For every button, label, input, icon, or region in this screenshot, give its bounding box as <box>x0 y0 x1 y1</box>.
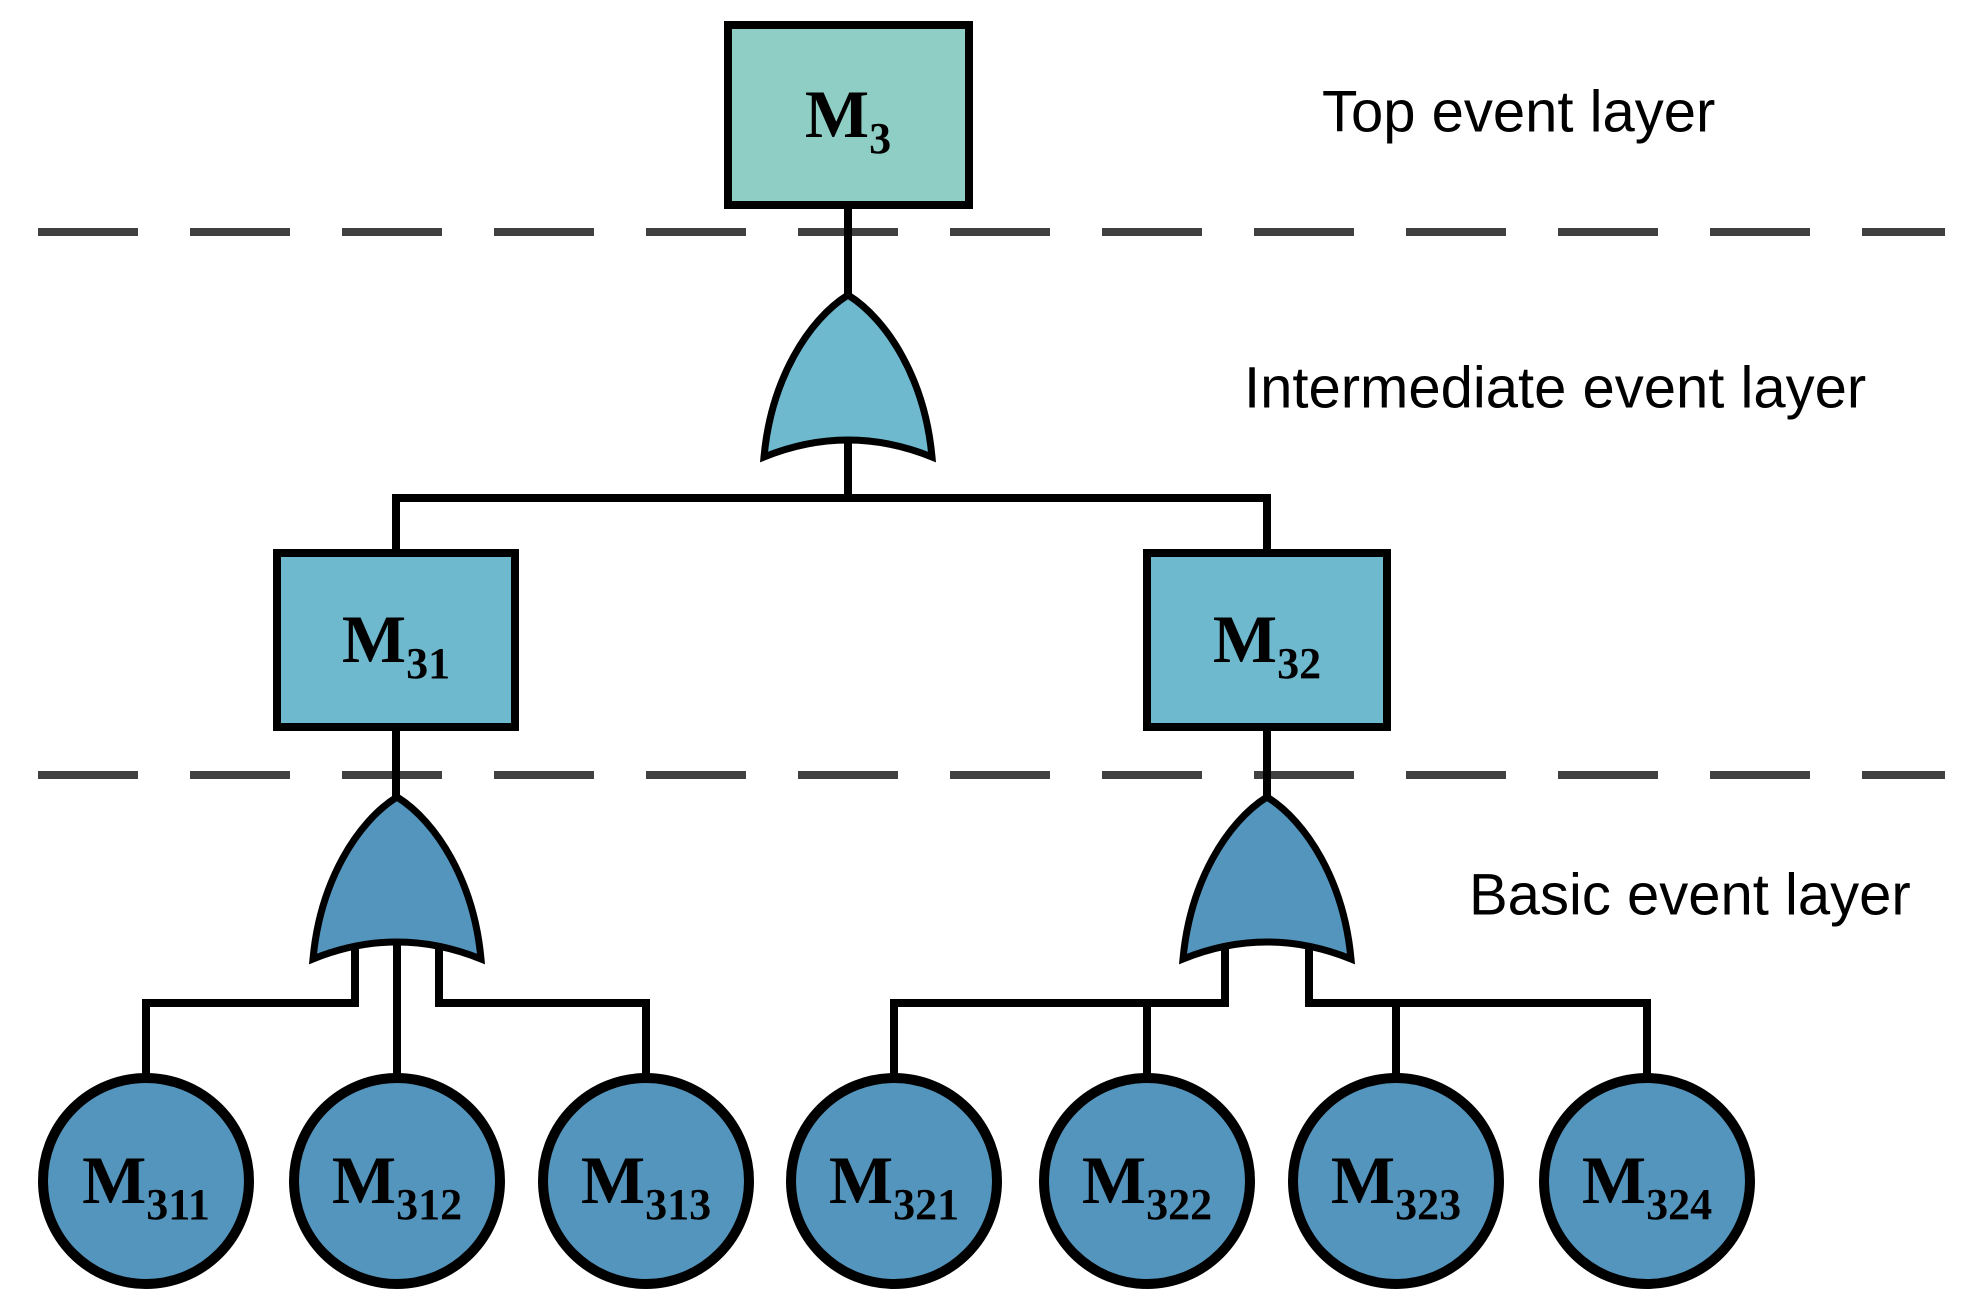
event-box-m32 <box>1143 549 1391 731</box>
layer-label-top: Top event layer <box>1322 80 1715 145</box>
event-label-m322: M322 <box>1082 1142 1212 1229</box>
event-label-m321: M321 <box>829 1142 959 1229</box>
gates <box>308 290 1356 965</box>
branch-m31-m32 <box>392 494 1271 553</box>
event-label-m311: M311 <box>82 1142 210 1229</box>
event-box-m31 <box>273 549 519 731</box>
or-gate-icon <box>1178 792 1356 965</box>
event-label-m323: M323 <box>1331 1142 1461 1229</box>
layer-labels: Top event layer Intermediate event layer… <box>1244 80 1911 928</box>
event-circle-m321 <box>786 1073 1002 1289</box>
event-circle-m324 <box>1539 1073 1755 1289</box>
event-label-m324: M324 <box>1582 1142 1712 1229</box>
branch-gate3-m321 <box>890 930 1229 1085</box>
intermediate-event-node-m31: M31 <box>273 549 519 731</box>
basic-event-nodes: M311 M312 M313 M321 M322 M323 M324 <box>38 1073 1755 1289</box>
event-label-m312: M312 <box>332 1142 462 1229</box>
basic-event-node-m313: M313 <box>538 1073 754 1289</box>
event-circle-m322 <box>1039 1073 1255 1289</box>
layer-dividers <box>38 228 1945 779</box>
event-circle-m312 <box>289 1073 505 1289</box>
branch-gate2-m313 <box>435 930 650 1085</box>
basic-event-node-m312: M312 <box>289 1073 505 1289</box>
layer-label-intermediate: Intermediate event layer <box>1244 356 1866 421</box>
event-circle-m313 <box>538 1073 754 1289</box>
basic-event-node-m324: M324 <box>1539 1073 1755 1289</box>
event-label-m31: M31 <box>342 601 450 688</box>
basic-event-node-m311: M311 <box>38 1073 254 1289</box>
basic-event-node-m321: M321 <box>786 1073 1002 1289</box>
event-box-m3 <box>724 21 973 209</box>
top-event-node-m3: M3 <box>724 21 973 209</box>
layer-label-basic: Basic event layer <box>1469 863 1911 928</box>
branch-gate3-m324 <box>1305 930 1651 1085</box>
event-circle-m311 <box>38 1073 254 1289</box>
branch-gate2-m311 <box>142 930 359 1085</box>
or-gate-icon <box>759 290 937 463</box>
intermediate-event-node-m32: M32 <box>1143 549 1391 731</box>
basic-event-node-m323: M323 <box>1288 1073 1504 1289</box>
basic-event-node-m322: M322 <box>1039 1073 1255 1289</box>
event-label-m313: M313 <box>581 1142 711 1229</box>
event-circle-m323 <box>1288 1073 1504 1289</box>
event-label-m3: M3 <box>805 76 891 163</box>
event-label-m32: M32 <box>1213 601 1321 688</box>
connectors <box>142 205 1651 1085</box>
or-gate-icon <box>308 792 486 965</box>
